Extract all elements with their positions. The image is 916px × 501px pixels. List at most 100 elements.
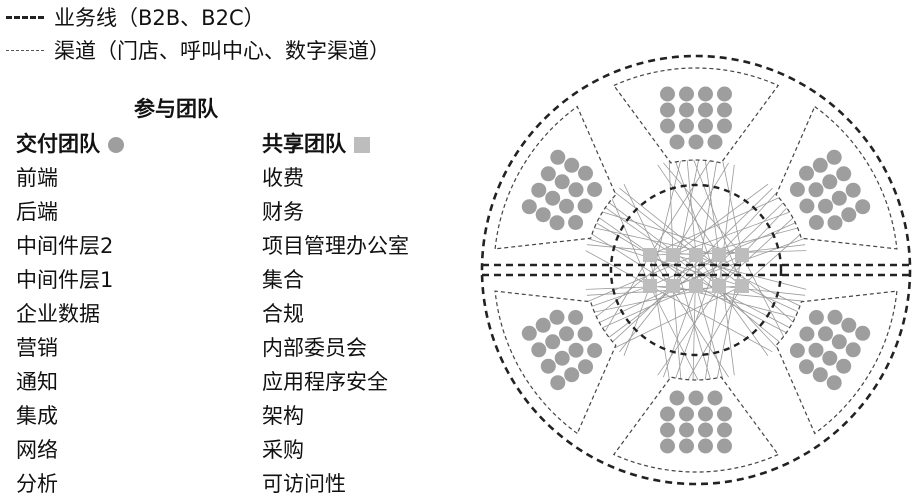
- delivery-team-dot: [818, 326, 833, 342]
- delivery-team-dot: [827, 309, 843, 325]
- delivery-team-dot: [545, 334, 561, 350]
- delivery-team-dot: [822, 174, 838, 190]
- delivery-team-header: 交付团队: [16, 128, 124, 161]
- delivery-team-item: 中间件层2: [16, 234, 114, 258]
- delivery-team-dot: [679, 422, 694, 438]
- delivery-team-dot: [679, 86, 694, 102]
- delivery-team-dot: [688, 390, 704, 406]
- delivery-team-dot: [698, 118, 713, 134]
- legend-channel-label: 渠道（门店、呼叫中心、数字渠道）: [54, 39, 390, 63]
- delivery-team-dot: [845, 342, 861, 358]
- delivery-team-dot: [568, 215, 584, 230]
- delivery-team-dot: [698, 86, 713, 102]
- delivery-team-dot: [799, 359, 814, 375]
- delivery-team-dot: [568, 310, 584, 325]
- connection-line: [718, 285, 778, 348]
- delivery-team-dot: [521, 325, 537, 341]
- connection-line: [590, 285, 651, 308]
- connection-line: [704, 285, 720, 382]
- shared-team-square: [712, 248, 726, 262]
- connection-line: [614, 192, 697, 256]
- shared-team-square: [712, 279, 726, 293]
- delivery-team-dot: [550, 375, 566, 391]
- delivery-team-dot: [836, 166, 852, 182]
- shared-team-item: 应用程序安全: [262, 370, 388, 394]
- delivery-team-dot: [554, 350, 570, 366]
- connection-line: [695, 285, 724, 379]
- delivery-team-dot: [717, 406, 732, 422]
- delivery-team-dot: [669, 134, 685, 150]
- outer-business-boundary: [480, 54, 912, 486]
- channel-sector: [612, 67, 780, 164]
- delivery-team-dot: [698, 406, 713, 422]
- connection-line: [741, 254, 785, 339]
- delivery-team-dot: [660, 422, 675, 438]
- delivery-team-dot: [535, 317, 551, 333]
- connection-line: [668, 161, 674, 256]
- connection-line: [741, 206, 789, 256]
- connection-line: [686, 285, 743, 382]
- legend-business-line: 业务线（B2B、B2C）: [6, 0, 265, 34]
- delivery-team-item: 通知: [16, 370, 58, 394]
- connection-line: [607, 201, 720, 287]
- delivery-team-dot: [559, 326, 574, 342]
- delivery-team-dot: [688, 134, 704, 150]
- connection-line: [672, 211, 792, 256]
- connection-line: [600, 285, 697, 329]
- connection-line: [623, 184, 674, 287]
- connection-line: [718, 244, 806, 256]
- connection-line: [585, 250, 651, 287]
- delivery-team-dot: [564, 157, 580, 173]
- connection-line: [718, 254, 735, 376]
- delivery-team-item: 前端: [16, 166, 58, 190]
- delivery-team-dot: [554, 174, 570, 190]
- delivery-team-dot: [564, 367, 580, 383]
- delivery-team-dot: [707, 390, 723, 406]
- delivery-team-dot: [568, 342, 584, 358]
- connection-line: [663, 285, 697, 378]
- connection-line: [610, 285, 674, 344]
- delivery-team-dot: [679, 438, 694, 454]
- team-structure-diagram: [480, 54, 912, 486]
- connection-line: [718, 216, 795, 287]
- delivery-team-dot: [577, 198, 593, 214]
- delivery-team-dot: [717, 102, 732, 118]
- shared-team-square: [643, 248, 657, 262]
- connection-line: [695, 159, 718, 287]
- delivery-team-dot: [660, 438, 675, 454]
- connection-line: [695, 254, 769, 357]
- delivery-team-dot: [831, 334, 847, 350]
- delivery-team-dot: [669, 390, 685, 406]
- delivery-team-dot: [679, 406, 694, 422]
- shared-team-square: [643, 279, 657, 293]
- connection-line: [594, 254, 674, 319]
- delivery-team-dot: [717, 422, 732, 438]
- connection-line: [588, 254, 697, 302]
- connection-line: [607, 254, 720, 339]
- delivery-team-dot: [836, 358, 852, 374]
- delivery-team-dot: [587, 343, 603, 358]
- delivery-team-dot: [717, 118, 732, 134]
- delivery-team-dot: [812, 367, 828, 383]
- delivery-team-column: 交付团队 前端 后端 中间件层2 中间件层1 企业数据 营销 通知 集成 网络 …: [16, 128, 124, 501]
- delivery-team-item: 中间件层1: [16, 268, 114, 292]
- heavy-dash-symbol: [6, 15, 44, 19]
- shared-team-square: [666, 248, 680, 262]
- delivery-team-dot: [521, 199, 537, 215]
- legend-channel: 渠道（门店、呼叫中心、数字渠道）: [6, 33, 390, 67]
- delivery-team-dot: [545, 190, 561, 206]
- delivery-team-dot: [799, 198, 815, 214]
- delivery-team-dot: [717, 438, 732, 454]
- delivery-team-dot: [577, 326, 593, 342]
- connection-line: [649, 285, 773, 353]
- connection-line: [649, 158, 712, 256]
- shared-team-header: 共享团队: [262, 128, 409, 161]
- delivery-team-dot: [660, 102, 675, 118]
- inner-business-boundary: [609, 183, 783, 357]
- light-dash-symbol: [6, 49, 44, 51]
- delivery-team-dot: [826, 149, 842, 165]
- connection-line: [585, 285, 674, 290]
- delivery-team-item: 营销: [16, 336, 58, 360]
- legend-business-line-label: 业务线（B2B、B2C）: [54, 6, 265, 30]
- connection-line: [594, 221, 651, 256]
